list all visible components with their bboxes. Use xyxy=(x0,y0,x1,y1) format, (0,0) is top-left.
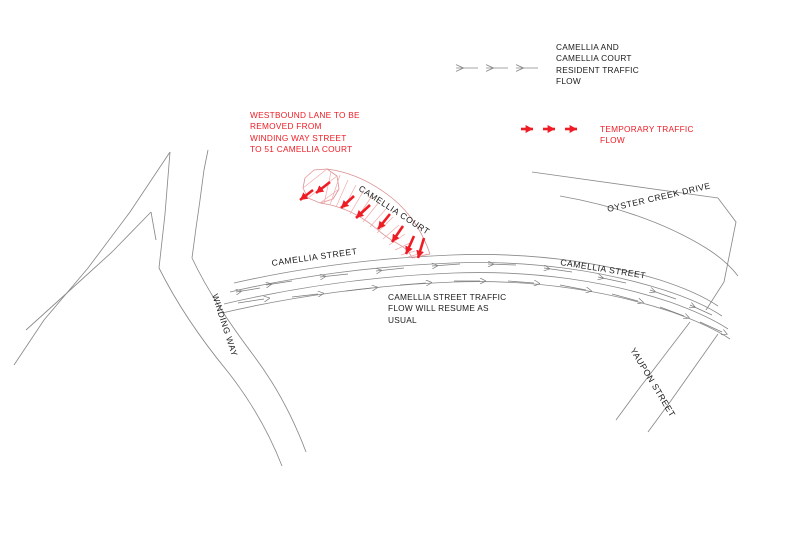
yaupon-street-roads xyxy=(615,321,719,433)
label-winding-way: WINDING WAY xyxy=(210,293,240,358)
label-camellia-street-east: CAMELLIA STREET xyxy=(560,257,647,280)
camellia-westbound-lane-arrows xyxy=(236,264,713,316)
court-temporary-flow-arrows xyxy=(299,180,426,259)
label-yaupon-street: YAUPON STREET xyxy=(628,346,677,419)
oyster-creek-drive-roads xyxy=(531,171,739,311)
label-oyster-creek-drive: OYSTER CREEK DRIVE xyxy=(606,180,711,214)
legend-resident-traffic-flow-label: CAMELLIA AND CAMELLIA COURT RESIDENT TRA… xyxy=(556,42,639,87)
camellia-court-roadway xyxy=(302,168,431,259)
court-hatching xyxy=(302,168,428,259)
label-camellia-street-west: CAMELLIA STREET xyxy=(271,246,358,268)
note-camellia-street-resume: CAMELLIA STREET TRAFFIC FLOW WILL RESUME… xyxy=(388,292,507,325)
winding-way-roads xyxy=(13,149,307,467)
legend-temporary-traffic-flow-label: TEMPORARY TRAFFIC FLOW xyxy=(600,124,694,146)
camellia-eastbound-lane-arrows xyxy=(237,281,722,332)
note-westbound-lane-closure: WESTBOUND LANE TO BE REMOVED FROM WINDIN… xyxy=(250,110,360,155)
